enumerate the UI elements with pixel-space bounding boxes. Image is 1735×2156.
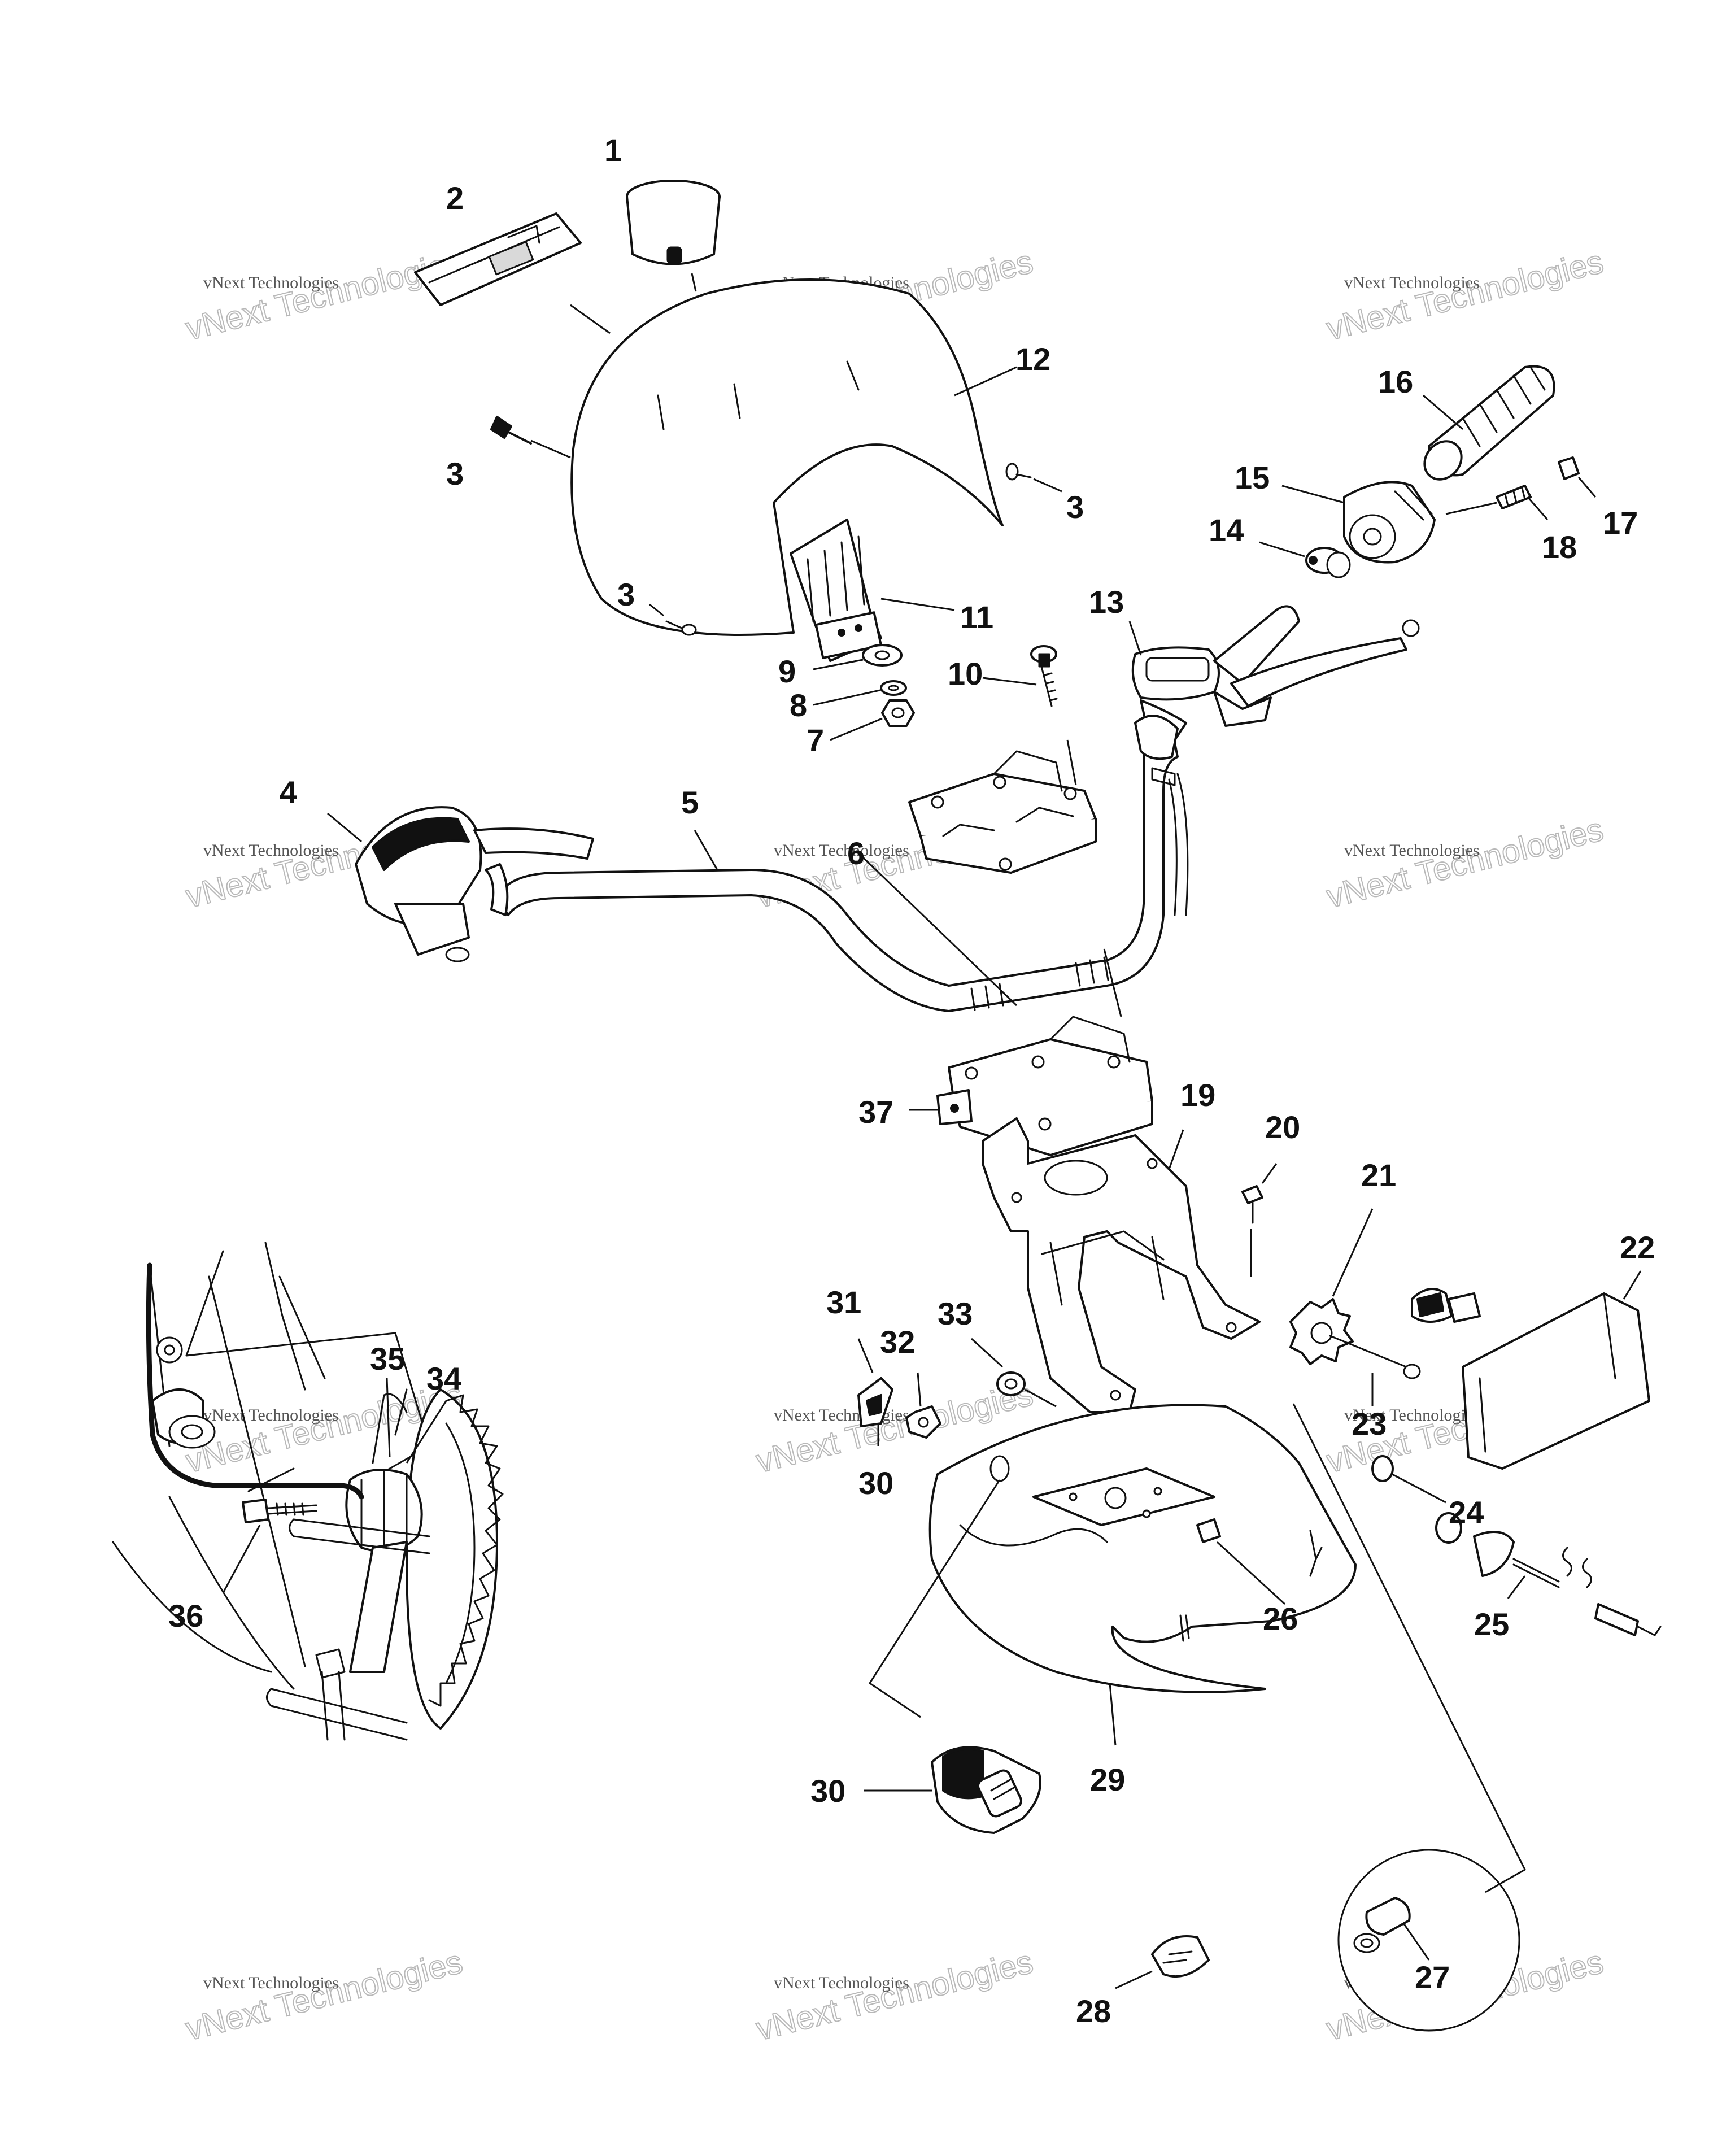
label-29: 29 <box>1090 1762 1125 1797</box>
part-16-grip <box>1423 365 1555 481</box>
part-29-front-cover <box>928 1404 1357 1746</box>
svg-text:vNext Technologies: vNext Technologies <box>774 841 909 860</box>
label-34: 34 <box>426 1361 461 1396</box>
label-35: 35 <box>370 1341 405 1377</box>
part-2-indicator-housing <box>414 212 611 334</box>
svg-text:vNext Technologies: vNext Technologies <box>752 1943 1036 2047</box>
label-18: 18 <box>1542 529 1577 565</box>
svg-text:vNext Technologies: vNext Technologies <box>774 1974 909 1992</box>
part-12-nacelle <box>570 278 1017 636</box>
brake-detail-inset <box>112 1242 504 1741</box>
part-22-headlight <box>1411 1270 1650 1470</box>
part-32-nut <box>905 1372 941 1439</box>
label-33: 33 <box>938 1296 973 1331</box>
watermark-top-right: vNext Technologies vNext Technologies <box>1322 242 1607 347</box>
label-13: 13 <box>1089 584 1124 620</box>
part-6-upper-clamp <box>908 739 1097 874</box>
part-21-adjuster <box>1289 1208 1421 1379</box>
part-25-speedo-cable <box>1435 1512 1662 1636</box>
label-7: 7 <box>807 722 824 758</box>
label-9: 9 <box>778 654 796 689</box>
part-3-screw-right <box>1005 463 1062 493</box>
label-36: 36 <box>168 1598 203 1634</box>
part-3-screw-left <box>490 416 571 459</box>
part-8-lock-washer <box>813 680 907 706</box>
label-30-lower: 30 <box>810 1773 845 1809</box>
part-27-detail <box>1292 1403 1526 2032</box>
svg-text:vNext Technologies: vNext Technologies <box>182 1943 466 2047</box>
label-23: 23 <box>1352 1406 1387 1441</box>
svg-text:vNext Technologies: vNext Technologies <box>774 1406 909 1425</box>
svg-text:vNext Technologies: vNext Technologies <box>203 1406 339 1425</box>
label-20: 20 <box>1265 1109 1300 1145</box>
part-13-brake-master-cylinder <box>1128 605 1420 741</box>
part-37-clip-nut <box>909 1089 973 1125</box>
label-31: 31 <box>826 1284 861 1320</box>
part-18-screw <box>1445 485 1549 520</box>
label-3-left: 3 <box>446 456 464 491</box>
label-15: 15 <box>1235 460 1270 495</box>
label-17: 17 <box>1603 505 1638 541</box>
part-26-cap <box>1196 1518 1286 1605</box>
part-labels: 1 2 3 3 3 4 5 6 7 8 9 10 11 12 13 14 15 … <box>168 132 1655 2029</box>
label-16: 16 <box>1378 364 1413 399</box>
svg-text:vNext Technologies: vNext Technologies <box>203 1974 339 1992</box>
part-15-throttle-housing <box>1281 481 1436 564</box>
svg-text:vNext Technologies: vNext Technologies <box>1344 841 1480 860</box>
svg-text:vNext Technologies: vNext Technologies <box>203 273 339 292</box>
part-9-washer <box>813 644 903 670</box>
part-10-bolt <box>982 645 1058 707</box>
part-3-screw-bottom <box>649 603 697 636</box>
part-20-screw <box>1241 1163 1278 1277</box>
label-1: 1 <box>604 132 622 168</box>
label-12: 12 <box>1015 341 1050 377</box>
watermark-top-left: vNext Technologies vNext Technologies <box>181 242 467 347</box>
part-30-ignition-switch <box>864 1479 1041 1834</box>
svg-text:vNext Technologies: vNext Technologies <box>1323 243 1607 347</box>
label-6: 6 <box>847 835 865 871</box>
part-17-cap <box>1558 456 1597 498</box>
part-4-left-control <box>327 806 594 962</box>
svg-text:vNext Technologies: vNext Technologies <box>182 243 466 347</box>
part-33-grommet <box>970 1338 1057 1408</box>
label-37: 37 <box>858 1094 893 1130</box>
label-21: 21 <box>1361 1157 1396 1193</box>
part-24-o-ring <box>1371 1455 1446 1504</box>
part-19-headlight-bracket <box>982 1117 1261 1413</box>
label-2: 2 <box>446 180 464 216</box>
watermark-bottom-center: vNext Technologies vNext Technologies <box>752 1942 1037 2048</box>
label-27: 27 <box>1415 1959 1450 1995</box>
part-28-clamp <box>1115 1935 1210 1989</box>
part-14-spacer <box>1259 541 1351 578</box>
part-7-nut <box>830 699 915 741</box>
svg-text:vNext Technologies: vNext Technologies <box>203 841 339 860</box>
label-14: 14 <box>1209 512 1244 548</box>
label-3-right: 3 <box>1066 489 1084 525</box>
label-25: 25 <box>1474 1606 1509 1642</box>
label-19: 19 <box>1180 1077 1215 1113</box>
part-11-socket <box>790 519 955 662</box>
part-31-switch-bracket <box>857 1338 893 1427</box>
svg-text:vNext Technologies: vNext Technologies <box>1344 273 1480 292</box>
label-28: 28 <box>1076 1993 1111 2029</box>
svg-text:vNext Technologies: vNext Technologies <box>1323 811 1607 914</box>
label-26: 26 <box>1263 1601 1298 1636</box>
label-5: 5 <box>681 785 699 820</box>
watermark-bottom-left: vNext Technologies vNext Technologies <box>181 1942 467 2048</box>
part-1-gauge <box>626 180 721 292</box>
label-24: 24 <box>1449 1495 1484 1530</box>
svg-text:vNext Technologies: vNext Technologies <box>1344 1406 1480 1425</box>
label-22: 22 <box>1620 1230 1655 1265</box>
label-10: 10 <box>948 656 983 691</box>
label-4: 4 <box>280 774 297 810</box>
label-8: 8 <box>790 687 807 723</box>
watermark-mid-right: vNext Technologies vNext Technologies <box>1322 810 1607 915</box>
label-32: 32 <box>880 1324 915 1360</box>
part-5-handlebar <box>496 715 1189 1012</box>
label-11: 11 <box>960 599 993 635</box>
label-30-upper: 30 <box>858 1465 893 1501</box>
label-3-bottom: 3 <box>617 577 635 612</box>
part-6-lower-clamp <box>862 856 1153 1232</box>
